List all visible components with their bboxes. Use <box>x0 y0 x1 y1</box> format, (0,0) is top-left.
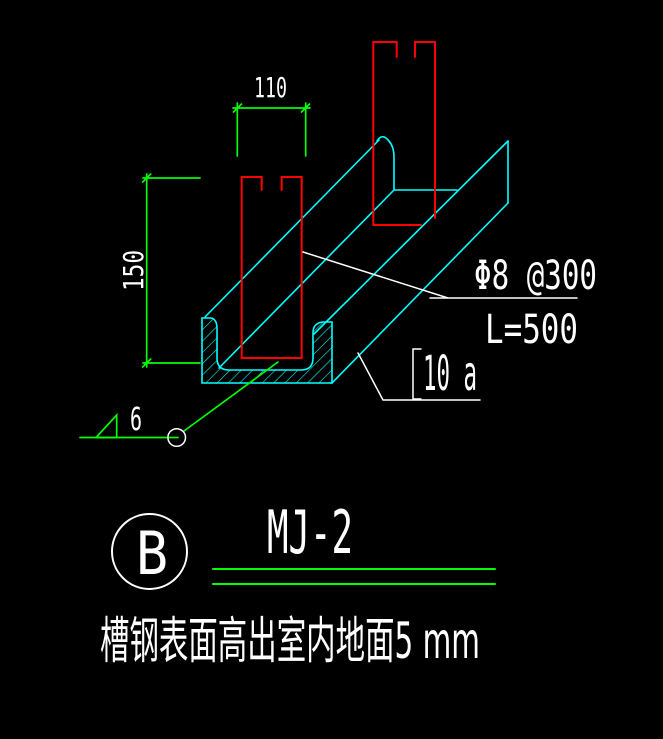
note-text: 槽钢表面高出室内地面5 mm <box>100 612 480 670</box>
weld-leader-line <box>183 361 279 432</box>
dim-height-label: 150 <box>117 250 150 291</box>
fillet-weld-symbol <box>94 412 118 439</box>
rebar-layer <box>240 41 436 359</box>
detail-bubble-letter: B <box>136 519 168 589</box>
rebar-spec-leader <box>302 251 578 299</box>
back-stirrup-left <box>372 41 422 226</box>
dimension-layer <box>79 102 496 585</box>
channel-spec-leader <box>357 352 481 401</box>
dim-height-tick-bottom <box>141 358 152 368</box>
text-layer: 110 150 6 Φ8 @300 L=500 10 a B MJ-2 槽钢表面… <box>100 71 597 670</box>
dim-height-tick-top <box>141 173 152 183</box>
dim-width-tick-right <box>300 103 311 113</box>
rebar-spec-label: Φ8 @300 <box>474 253 597 299</box>
channel-back-section <box>376 135 458 191</box>
channel-section-symbol <box>412 348 422 400</box>
rebar-length-label: L=500 <box>485 307 578 353</box>
dim-width-tick-left <box>232 103 243 113</box>
channel-size-label: 10 a <box>423 346 477 402</box>
channel-edge-web-far <box>218 189 395 369</box>
channel-edge-top-far <box>204 139 380 318</box>
dim-width-label: 110 <box>254 71 287 104</box>
detail-bubble-circle <box>111 513 188 590</box>
weld-all-around-circle <box>167 427 187 448</box>
back-stirrup-right <box>414 41 436 219</box>
detail-title: MJ-2 <box>267 498 353 568</box>
channel-edge-top-near <box>313 140 509 335</box>
front-stirrup <box>240 176 303 359</box>
channel-edge-bottom-near <box>331 202 509 384</box>
annotation-lines-layer <box>111 251 578 590</box>
weld-size-label: 6 <box>130 400 142 438</box>
